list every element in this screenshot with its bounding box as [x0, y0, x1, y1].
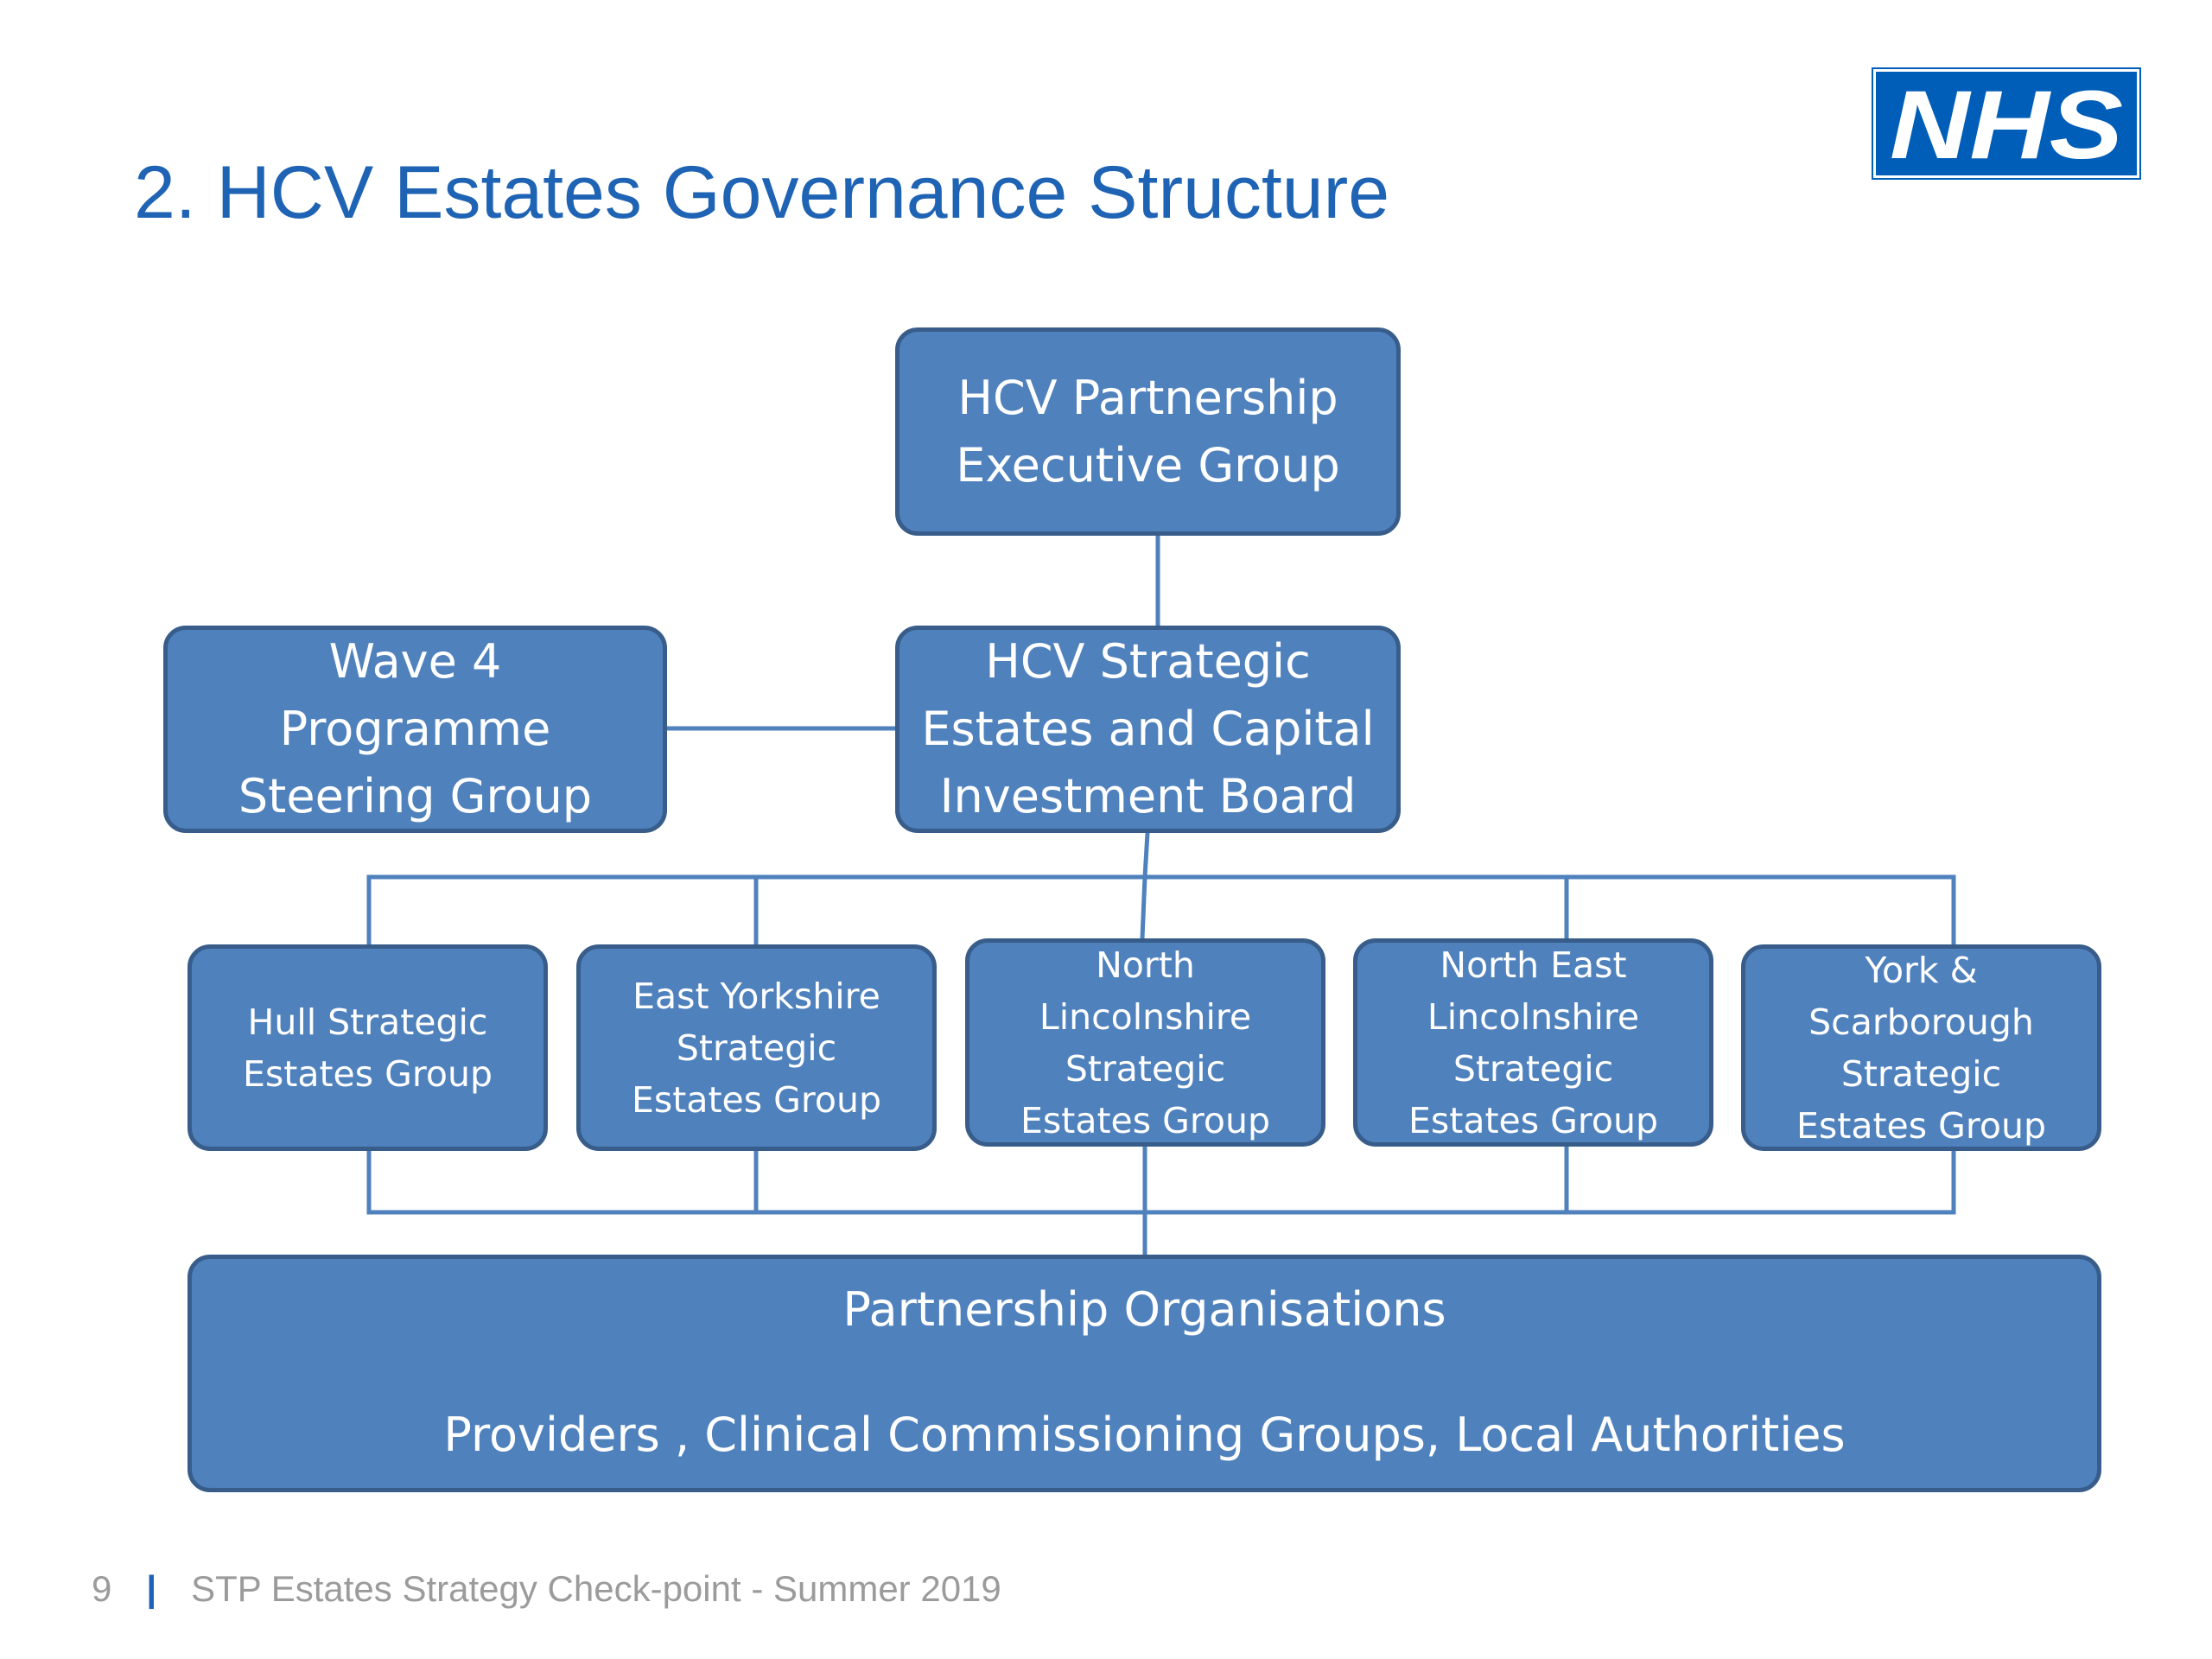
nhs-logo-text: NHS: [1890, 72, 2123, 175]
estates-group-line: North: [1096, 944, 1195, 986]
nhs-logo: NHS: [1872, 67, 2141, 180]
page-title: 2. HCV Estates Governance Structure: [134, 151, 1390, 234]
connector-board-down: [1142, 830, 1150, 880]
wave4-line: Programme: [279, 702, 551, 756]
wave4-line: Wave 4: [328, 634, 502, 689]
investment-board-line: HCV Strategic: [985, 634, 1311, 689]
estates-group-line: Lincolnshire: [1427, 995, 1640, 1038]
north-east-lincolnshire-estates-group-box: North East Lincolnshire Strategic Estate…: [1353, 938, 1713, 1147]
york-scarborough-estates-group-box: York & Scarborough Strategic Estates Gro…: [1741, 944, 2101, 1151]
estates-group-line: Lincolnshire: [1039, 995, 1252, 1038]
executive-group-box: HCV Partnership Executive Group: [895, 327, 1401, 536]
east-yorkshire-estates-group-box: East Yorkshire Strategic Estates Group: [576, 944, 937, 1151]
north-lincolnshire-estates-group-box: North Lincolnshire Strategic Estates Gro…: [965, 938, 1325, 1147]
hull-estates-group-box: Hull Strategic Estates Group: [188, 944, 548, 1151]
estates-group-line: Estates Group: [1020, 1099, 1270, 1141]
investment-board-line: Estates and Capital: [921, 702, 1375, 756]
estates-group-line: Estates Group: [632, 1078, 881, 1121]
partnership-members: Providers , Clinical Commissioning Group…: [443, 1408, 1846, 1462]
connector-drop-north-lincolnshire: [1140, 874, 1147, 941]
estates-group-line: East Yorkshire: [632, 975, 880, 1017]
footer-separator: |: [146, 1568, 157, 1609]
wave4-line: Steering Group: [238, 769, 593, 823]
estates-group-line: Hull Strategic: [247, 1001, 488, 1043]
partnership-heading: Partnership Organisations: [842, 1282, 1446, 1337]
estates-group-line: Estates Group: [1408, 1099, 1658, 1141]
page-number: 9: [92, 1568, 112, 1609]
estates-group-line: Estates Group: [243, 1052, 493, 1095]
executive-group-line: HCV Partnership: [957, 370, 1338, 425]
estates-group-line: York &: [1865, 949, 1978, 991]
investment-board-box: HCV Strategic Estates and Capital Invest…: [895, 626, 1401, 833]
investment-board-line: Investment Board: [939, 769, 1357, 823]
partnership-organisations-box: Partnership Organisations Providers , Cl…: [188, 1255, 2101, 1492]
estates-group-line: Estates Group: [1796, 1104, 2046, 1147]
estates-group-line: Strategic: [676, 1027, 837, 1069]
nhs-logo-mark: NHS: [1890, 72, 2123, 175]
slide-footer: 9 | STP Estates Strategy Check-point - Sum…: [92, 1566, 1001, 1612]
estates-group-line: Strategic: [1065, 1047, 1226, 1090]
executive-group-line: Executive Group: [956, 437, 1340, 493]
estates-group-line: Scarborough: [1808, 1001, 2034, 1043]
estates-group-line: Strategic: [1840, 1052, 2002, 1095]
wave4-steering-group-box: Wave 4 Programme Steering Group: [163, 626, 667, 833]
footer-text: STP Estates Strategy Check-point - Summe…: [191, 1568, 1001, 1609]
estates-group-line: Strategic: [1452, 1047, 1614, 1090]
estates-group-line: North East: [1440, 944, 1627, 986]
